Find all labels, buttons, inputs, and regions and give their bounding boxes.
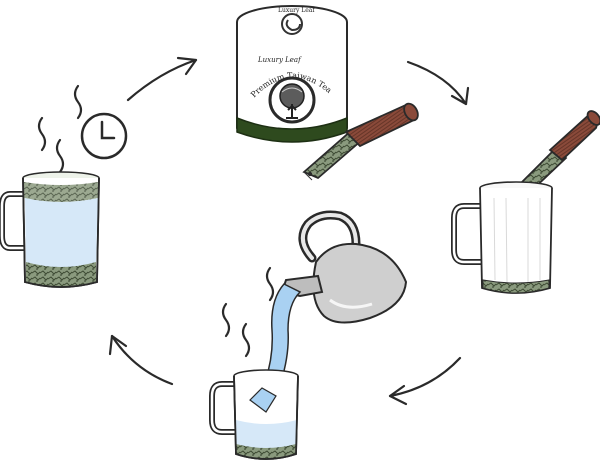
lid-emblem-icon: [281, 13, 303, 35]
glass-steeping: [0, 84, 128, 288]
cycle-arrow-icon: [108, 334, 174, 386]
cycle-arrow-icon: [388, 356, 462, 406]
clock-icon: [80, 112, 128, 160]
glass-filling: [209, 369, 299, 460]
tin-brand-label: Luxury Leaf: [257, 56, 302, 64]
tree-emblem-icon: [268, 76, 316, 124]
steam-icon: [37, 84, 83, 174]
cycle-arrow-icon: [406, 60, 470, 106]
steam-icon: [221, 266, 275, 358]
tea-scoop-1: [302, 102, 419, 181]
tea-tin: Luxury Leaf Luxury Leaf Premium Taiwan T…: [236, 5, 348, 143]
tin-lid-brand: Luxury Leaf: [278, 7, 315, 14]
cycle-arrows: [108, 56, 470, 406]
cycle-arrow-icon: [126, 56, 198, 102]
glass-with-leaves: [451, 110, 600, 294]
kettle-pouring: [221, 210, 408, 397]
tea-scoop-2: [514, 110, 600, 196]
